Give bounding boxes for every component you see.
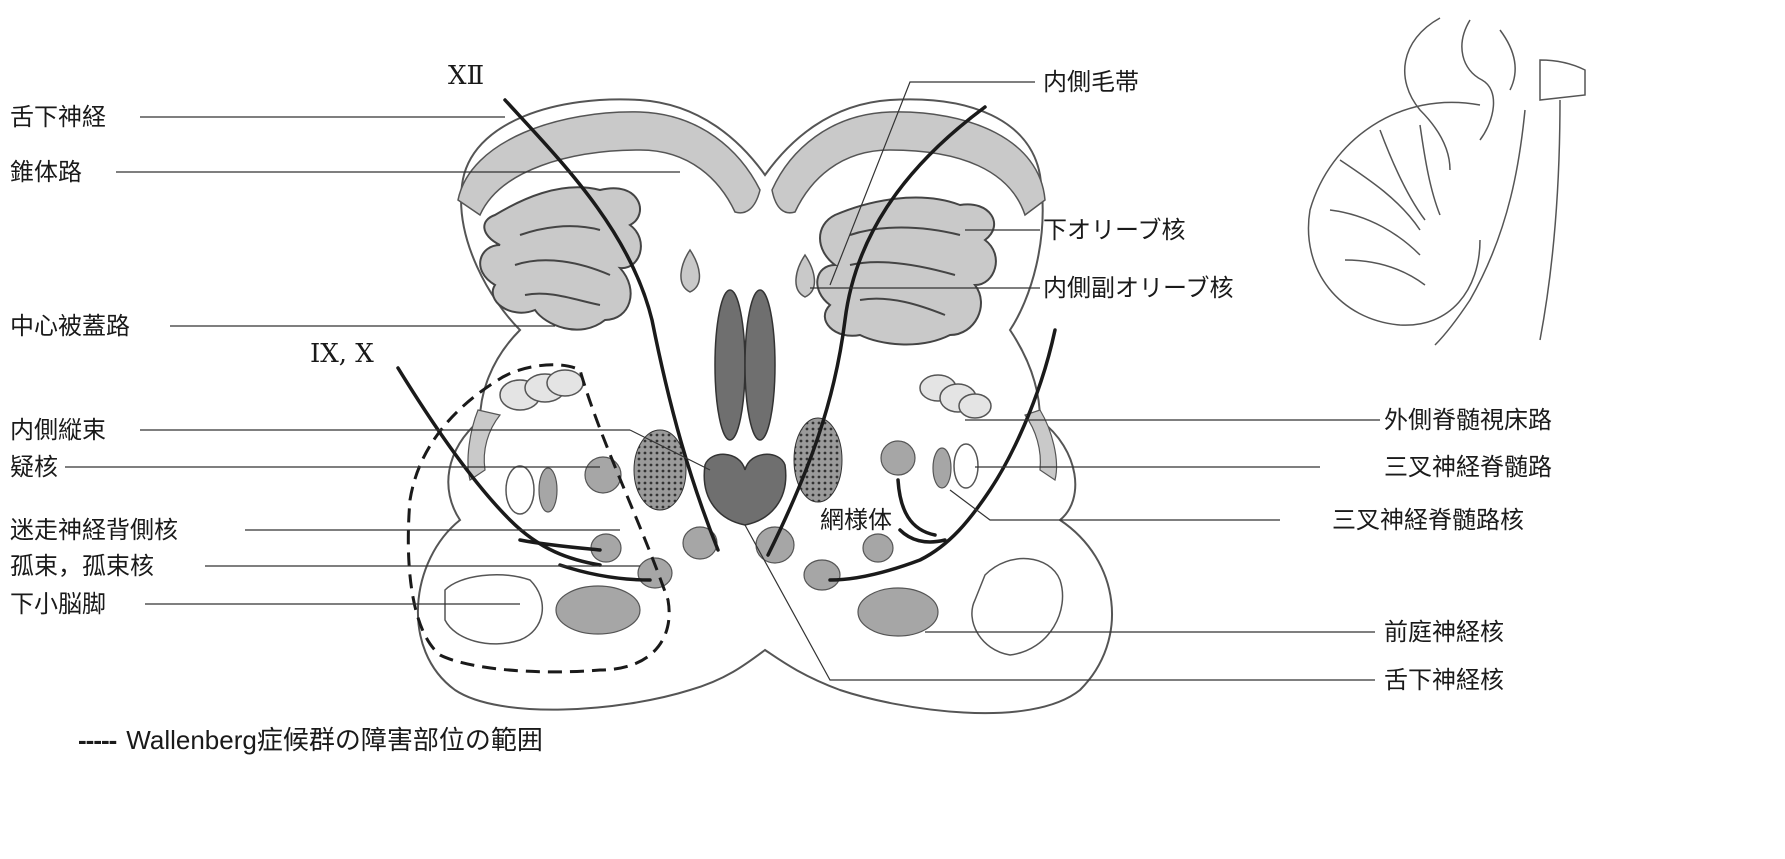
reticular-dotted-right [794,418,842,502]
label-spinal-trigeminal-nucleus: 三叉神経脊髄路核 [1332,506,1524,534]
label-nerve-xii: XⅡ [448,62,484,90]
label-medial-accessory-olive: 内側副オリーブ核 [1043,274,1234,302]
spinal-trigeminal-tract-left [506,466,534,514]
label-nucleus-ambiguus: 疑核 [10,453,58,481]
label-dorsal-vagal-nucleus: 迷走神経背側核 [10,516,178,544]
label-pyramidal-tract: 錐体路 [10,158,82,186]
vestibular-nucleus-left [556,586,640,634]
label-hypoglossal-nerve: 舌下神経 [10,103,106,131]
spinal-trigeminal-nucleus-left [539,468,557,512]
spinal-trigeminal-tract-right [954,444,978,488]
vestibular-nucleus-right [858,588,938,636]
label-solitary-tract: 孤束，孤束核 [10,552,154,580]
label-medial-lemniscus: 内側毛帯 [1043,68,1139,96]
medial-lemniscus-left [715,290,745,440]
label-central-tegmental-tract: 中心被蓋路 [10,312,130,340]
brain-sketch [1308,18,1585,345]
label-spinal-trigeminal-tract: 三叉神経脊髄路 [1384,453,1552,481]
label-mlf: 内側縦束 [10,416,106,444]
medial-lemniscus-right [745,290,775,440]
label-hypoglossal-nucleus: 舌下神経核 [1384,666,1504,694]
legend-dash-sample: ----- [78,725,116,755]
label-reticular-formation: 網様体 [820,506,892,534]
reticular-dotted-left [634,430,686,510]
label-lateral-spinothalamic: 外側脊髄視床路 [1384,406,1552,434]
spinal-trigeminal-nucleus-right [933,448,951,488]
label-vestibular-nucleus: 前庭神経核 [1384,618,1504,646]
label-inferior-cerebellar-peduncle: 下小脳脚 [10,590,106,618]
label-inferior-olive: 下オリーブ核 [1043,216,1186,244]
label-nerve-ix-x: IX, X [310,340,374,368]
legend: ----- Wallenberg症候群の障害部位の範囲 [78,726,543,754]
legend-text: Wallenberg症候群の障害部位の範囲 [126,725,543,755]
icp-left [445,575,542,644]
inferior-olive-left [480,187,641,329]
